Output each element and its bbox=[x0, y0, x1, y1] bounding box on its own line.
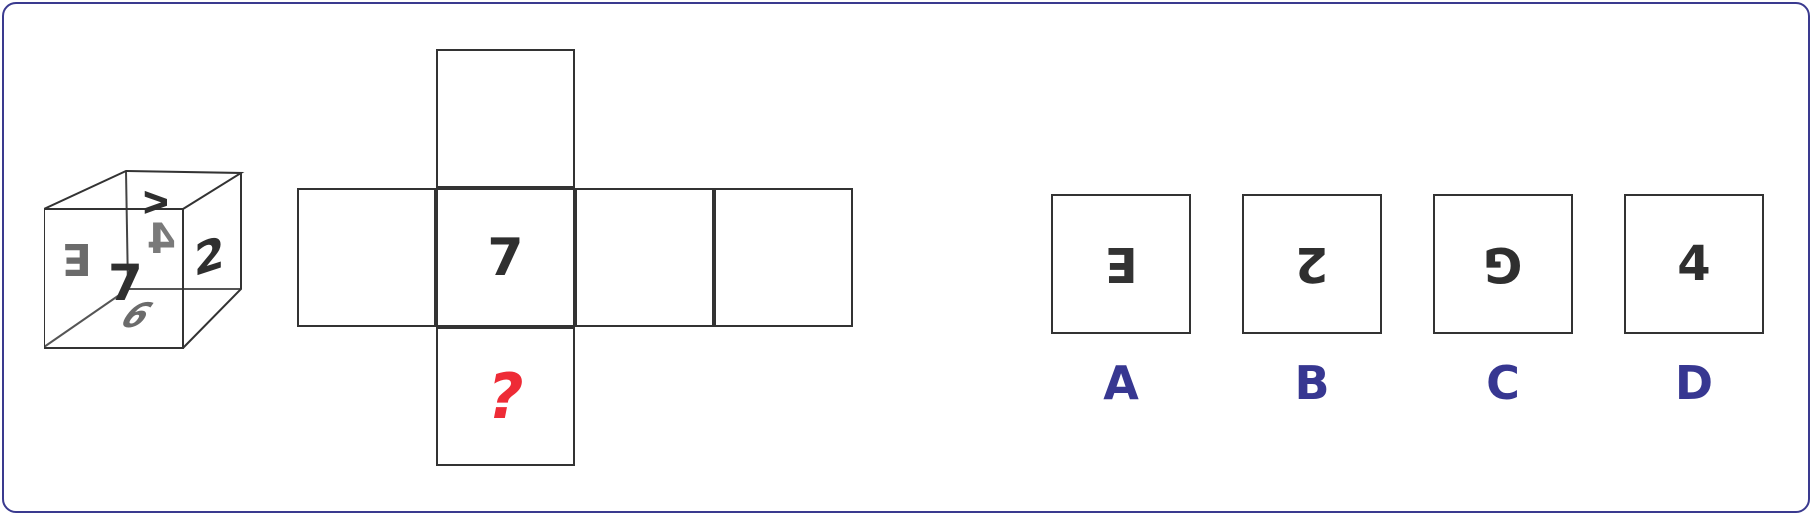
net-cell-left bbox=[297, 188, 436, 327]
cube-right-face bbox=[182, 173, 242, 349]
net-cell-center-glyph: 7 bbox=[487, 227, 524, 288]
option-d-box[interactable]: 4 bbox=[1624, 194, 1764, 334]
net-cell-right-2 bbox=[714, 188, 853, 327]
option-b-glyph: 2 bbox=[1295, 236, 1329, 292]
option-b-label[interactable]: B bbox=[1294, 356, 1330, 410]
cube-top-face bbox=[44, 169, 245, 210]
cube-front-face bbox=[44, 208, 184, 349]
option-a-label[interactable]: A bbox=[1103, 356, 1139, 410]
option-a-box[interactable]: E bbox=[1051, 194, 1191, 334]
question-mark: ? bbox=[487, 360, 524, 433]
cube-top-glyph: V bbox=[140, 190, 175, 214]
cube-edge bbox=[125, 170, 129, 290]
option-c-box[interactable]: G bbox=[1433, 194, 1573, 334]
cube-edge bbox=[44, 288, 129, 348]
option-a-glyph: E bbox=[1104, 236, 1138, 292]
cube-right-glyph: 2 bbox=[194, 225, 225, 287]
net-cell-right-1 bbox=[575, 188, 714, 327]
option-c-label[interactable]: C bbox=[1486, 356, 1520, 410]
net-cell-top bbox=[436, 49, 575, 188]
cube-left-glyph: E bbox=[62, 233, 92, 284]
net-cell-center: 7 bbox=[436, 188, 575, 327]
option-b-box[interactable]: 2 bbox=[1242, 194, 1382, 334]
cube-figure: E 4 2 7 V 6 bbox=[44, 169, 245, 349]
option-c-glyph: G bbox=[1483, 236, 1523, 292]
cube-front-glyph: 7 bbox=[108, 254, 143, 312]
net-cell-bottom: ? bbox=[436, 327, 575, 466]
option-d-glyph: 4 bbox=[1677, 236, 1711, 292]
option-d-label[interactable]: D bbox=[1674, 356, 1714, 410]
cube-back-glyph: 4 bbox=[147, 214, 176, 263]
